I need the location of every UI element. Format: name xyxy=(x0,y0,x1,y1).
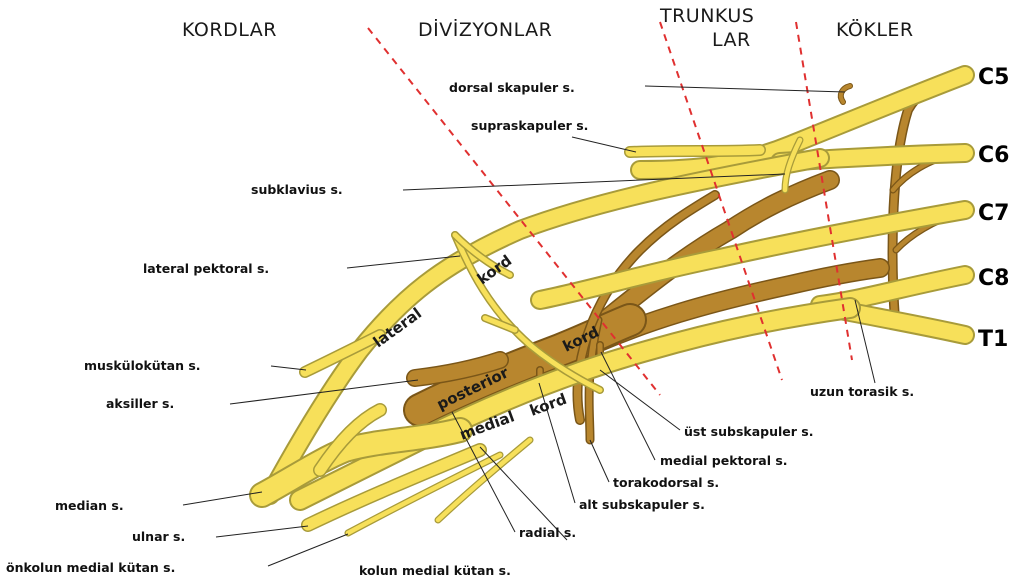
root-t1: T1 xyxy=(978,327,1008,352)
label-dorsal-skapuler: dorsal skapuler s. xyxy=(449,80,575,95)
section-headers: KORDLAR DİVİZYONLAR TRUNKUS LAR KÖKLER xyxy=(182,5,914,51)
label-onkolun-medial-kutan: önkolun medial kütan s. xyxy=(6,560,175,575)
label-ust-subskapuler: üst subskapuler s. xyxy=(684,424,813,439)
root-labels: C5 C6 C7 C8 T1 xyxy=(978,65,1009,352)
label-torakodorsal: torakodorsal s. xyxy=(613,475,719,490)
label-medial-pektoral: medial pektoral s. xyxy=(660,453,788,468)
root-c7: C7 xyxy=(978,201,1009,226)
label-aksiller: aksiller s. xyxy=(106,396,174,411)
label-ulnar: ulnar s. xyxy=(132,529,185,544)
header-trunks-line1: TRUNKUS xyxy=(659,5,754,27)
root-c8: C8 xyxy=(978,266,1009,291)
root-c6: C6 xyxy=(978,143,1009,168)
label-radial: radial s. xyxy=(519,525,576,540)
header-cords: KORDLAR xyxy=(182,19,277,41)
header-trunks-line2: LAR xyxy=(712,29,751,51)
label-supraskapuler: supraskapuler s. xyxy=(471,118,588,133)
label-uzun-torasik: uzun torasik s. xyxy=(810,384,914,399)
label-kolun-medial-kutan: kolun medial kütan s. xyxy=(359,563,511,578)
label-alt-subskapuler: alt subskapuler s. xyxy=(579,497,705,512)
label-median: median s. xyxy=(55,498,124,513)
label-muskulokutan: muskülokütan s. xyxy=(84,358,201,373)
label-lateral-pektoral: lateral pektoral s. xyxy=(143,261,269,276)
label-subklavius: subklavius s. xyxy=(251,182,343,197)
header-divisions: DİVİZYONLAR xyxy=(418,18,552,41)
root-c5: C5 xyxy=(978,65,1009,90)
header-roots: KÖKLER xyxy=(836,18,914,41)
